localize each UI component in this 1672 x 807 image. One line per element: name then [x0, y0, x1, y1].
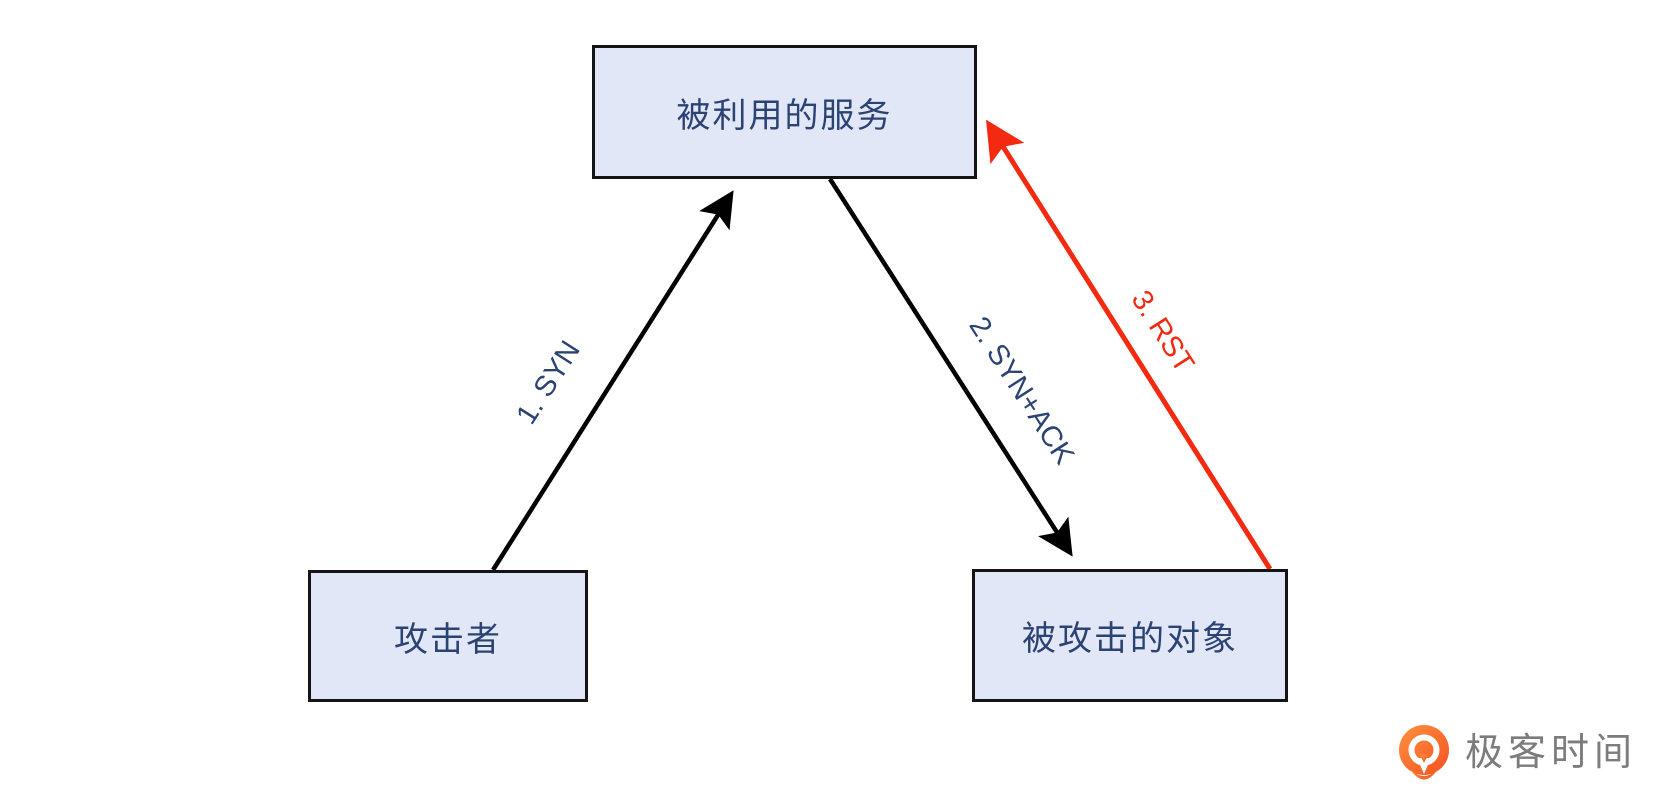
node-exploited-service-label: 被利用的服务	[676, 96, 893, 135]
edge-rst-arrow	[985, 119, 1273, 571]
geektime-logo: 极客时间	[1396, 724, 1637, 786]
edge-syn-arrow	[491, 190, 734, 572]
node-victim: 被攻击的对象	[972, 569, 1288, 702]
node-attacker: 攻击者	[308, 570, 588, 702]
node-victim-label: 被攻击的对象	[1022, 620, 1238, 658]
node-attacker-label: 攻击者	[394, 620, 502, 659]
edge-synack-arrow	[828, 177, 1073, 557]
geektime-icon	[1399, 725, 1449, 780]
geektime-wordmark: 极客时间	[1465, 732, 1638, 774]
node-exploited-service: 被利用的服务	[592, 45, 977, 179]
